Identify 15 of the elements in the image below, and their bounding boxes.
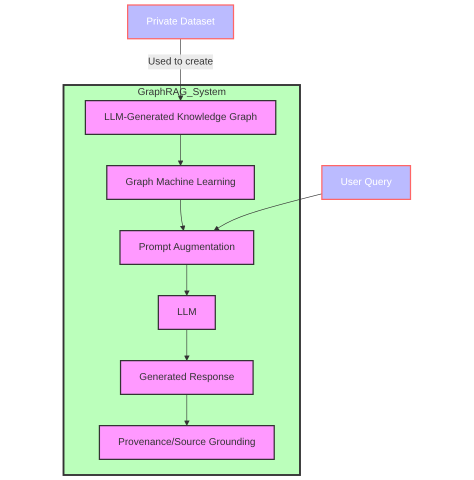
node-box: Generated Response — [120, 360, 254, 395]
node-box: LLM-Generated Knowledge Graph — [84, 100, 276, 135]
arrow — [184, 394, 190, 426]
node-box: Provenance/Source Grounding — [98, 425, 275, 460]
arrow — [180, 199, 186, 231]
node-box: User Query — [321, 165, 412, 200]
node-box: Graph Machine Learning — [106, 165, 255, 200]
arrow — [184, 329, 190, 361]
node-box: Prompt Augmentation — [119, 230, 254, 265]
node-box: LLM — [158, 295, 216, 330]
arrow — [184, 264, 190, 296]
arrow — [214, 194, 322, 231]
edge-label: Used to create — [148, 56, 214, 67]
arrow — [178, 134, 184, 166]
node-box: Private Dataset — [127, 4, 234, 40]
